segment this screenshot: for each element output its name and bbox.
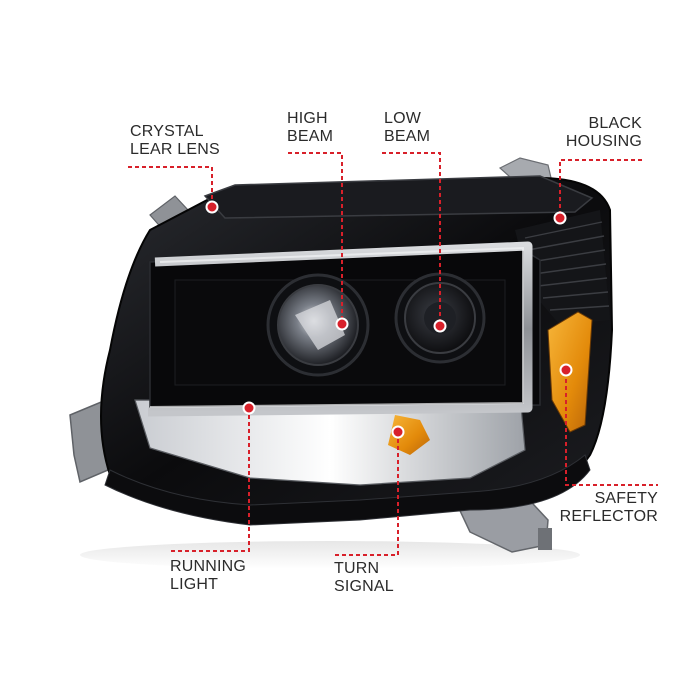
- label-black-housing-line2: HOUSING: [565, 133, 642, 150]
- callout-dot-running-light: [242, 401, 256, 415]
- callout-dot-black-housing: [553, 211, 567, 225]
- callout-line-running-light: [170, 408, 250, 552]
- label-crystal-lens: CRYSTAL LEAR LENS: [130, 123, 220, 159]
- label-low-beam: LOW BEAM: [384, 110, 430, 146]
- label-high-beam-line2: BEAM: [287, 128, 334, 145]
- low-beam-projector: [394, 272, 486, 364]
- callout-dot-turn-signal: [391, 425, 405, 439]
- callout-line-crystal-lens: [128, 166, 213, 207]
- label-high-beam: HIGH BEAM: [287, 110, 333, 146]
- callout-line-high-beam: [288, 152, 343, 324]
- callout-dot-high-beam: [335, 317, 349, 331]
- label-crystal-lens-line1: CRYSTAL: [130, 123, 204, 140]
- callout-dot-crystal-lens: [205, 200, 219, 214]
- callout-dots: [205, 200, 573, 439]
- label-black-housing: BLACK HOUSING: [566, 115, 642, 151]
- label-crystal-lens-line2: LEAR LENS: [130, 141, 220, 158]
- callout-line-turn-signal: [334, 432, 399, 556]
- label-safety-reflector: SAFETY REFLECTOR: [560, 490, 658, 526]
- label-turn-signal: TURN SIGNAL: [334, 560, 394, 596]
- label-running-light-line2: LIGHT: [170, 576, 219, 593]
- callout-line-low-beam: [382, 152, 441, 326]
- callout-dot-low-beam: [433, 319, 447, 333]
- label-turn-signal-line2: SIGNAL: [334, 578, 394, 595]
- high-beam-projector: [266, 273, 370, 377]
- callout-line-black-housing: [559, 159, 642, 218]
- bottom-trim: [104, 454, 591, 526]
- label-running-light-line1: RUNNING: [170, 558, 247, 575]
- callout-lines: [128, 152, 658, 556]
- label-high-beam-line1: HIGH: [287, 110, 328, 127]
- label-low-beam-line1: LOW: [384, 110, 422, 127]
- turn-signal-bulb: [388, 415, 430, 455]
- floor-shadow: [80, 541, 580, 569]
- label-safety-reflector-line1: SAFETY: [594, 490, 658, 507]
- callout-line-safety-reflector: [565, 372, 658, 486]
- label-safety-reflector-line2: REFLECTOR: [559, 508, 658, 525]
- label-running-light: RUNNING LIGHT: [170, 558, 246, 594]
- callout-dot-safety-reflector: [559, 363, 573, 377]
- label-low-beam-line2: BEAM: [384, 128, 431, 145]
- clear-lens-edge: [203, 175, 594, 219]
- label-turn-signal-line1: TURN: [334, 560, 380, 577]
- label-black-housing-line1: BLACK: [588, 115, 642, 132]
